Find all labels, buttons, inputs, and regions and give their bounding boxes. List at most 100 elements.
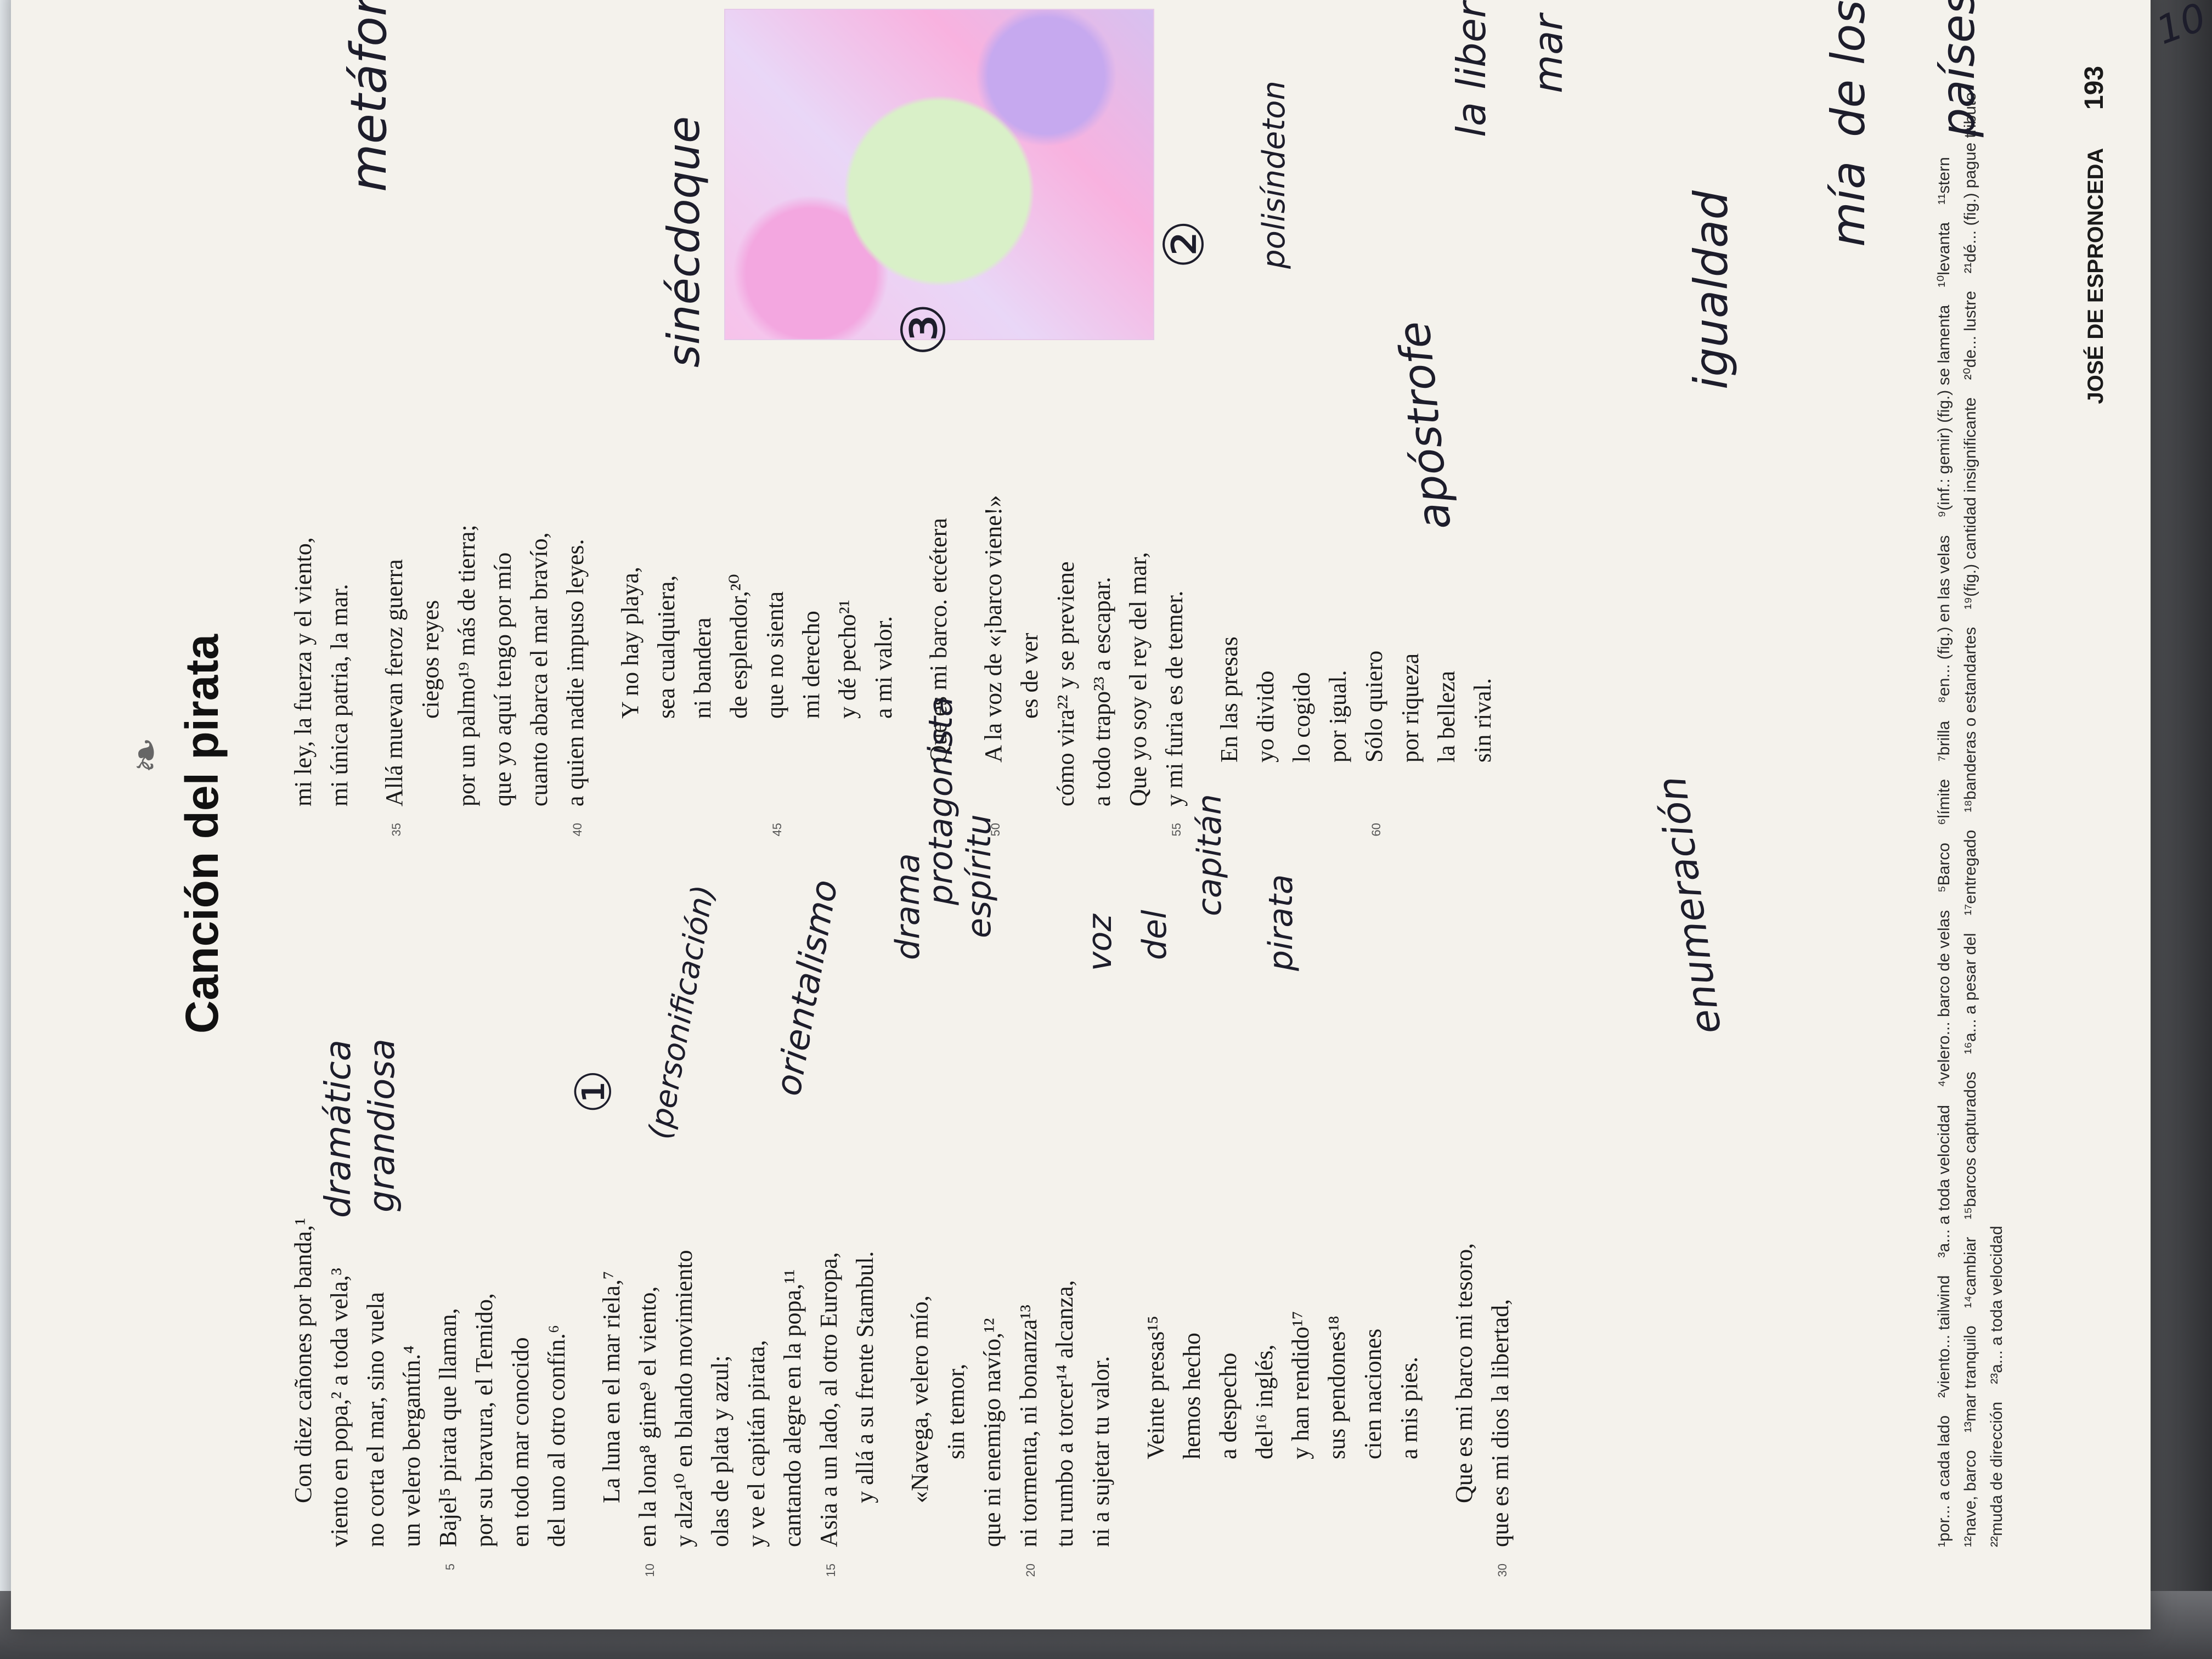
poem-line-text: La luna en el mar riela,⁷ [598,1271,625,1503]
poem-line-text: por un palmo¹⁹ más de tierra; [453,524,480,806]
running-footer: JOSÉ DE ESPRONCEDA 193 [2079,66,2109,404]
poem-line: Con diez cañones por banda,¹ [285,889,321,1547]
handwriting-mia: mía [1821,161,1875,247]
poem-line-text: cuanto abarca el mar bravío, [526,532,552,806]
handwriting-circle-1: ① [565,1069,623,1114]
poem-line-text: mi derecho [798,611,825,719]
poem-line-text: Que es mi barco mi tesoro, [1451,1243,1477,1503]
footnote: ²²muda de dirección [1988,1401,2006,1547]
handwriting-circle-3: ③ [889,302,959,357]
handwriting-pirata: pirata [1262,874,1300,971]
footnotes: ¹por... a cada lado²viento... tailwind³a… [1931,66,2010,1547]
footnote: ¹¹stern [1935,157,1953,205]
line-number: 15 [824,1564,838,1577]
footnote: ¹⁸banderas o estandartes [1961,627,1979,812]
line-number: 55 [1170,823,1183,837]
poem-line: a despecho [1210,889,1246,1547]
poem-line-text: no corta el mar, sino vuela [362,1292,389,1547]
poem-line-text: a todo trapo²³ a escapar. [1088,577,1115,806]
poem-line: viento en popa,² a toda vela,³ [321,889,358,1547]
handwriting-de-los: de los [1821,0,1875,137]
poem-line: del¹⁶ inglés, [1246,889,1283,1547]
line-number: 35 [390,823,403,837]
poem-line-text: mi única patria, la mar. [326,584,353,806]
handwriting-del: del [1136,910,1174,960]
handwriting-protagonista: protagonista [922,696,960,905]
handwriting-grandiosa: grandiosa [362,1039,403,1212]
handwriting-espiritu: espíritu [960,814,998,938]
footnote: ¹⁹(fig.) cantidad insignificante [1961,397,1979,610]
poem-line: en todo mar conocido [503,889,539,1547]
title-ornament: ❧ [121,736,172,774]
poem-line-text: a quien nadie impuso leyes. [562,539,589,806]
poem-line-text: sus pendones¹⁸ [1323,1316,1350,1459]
footnote: ¹⁵barcos capturados [1961,1071,1979,1220]
poem-line-text: por riqueza [1397,653,1424,763]
poem-line-text: Con diez cañones por banda,¹ [290,1217,317,1503]
poem-line: olas de plata y azul; [702,889,738,1547]
poem-line-text: sin temor, [943,1363,969,1459]
poem-line-text: olas de plata y azul; [707,1355,733,1547]
poem-line-text: Asia a un lado, al otro Europa, [815,1252,842,1547]
poem-line-text: y ve el capitán pirata, [743,1340,770,1547]
poem-line-text: Allá muevan feroz guerra [381,559,408,806]
poem-line-text: por su bravura, el Temido, [471,1293,498,1547]
poem-line-text: y alza¹⁰ en blando movimiento [670,1250,697,1547]
poem-line: «Navega, velero mío, [902,889,938,1547]
poem-line-text: y han rendido¹⁷ [1287,1311,1314,1459]
poem-line-text: A la voz de «¡barco viene!» [980,495,1007,763]
author-name: JOSÉ DE ESPRONCEDA [2084,149,2108,404]
handwriting-enumeracion: enumeración [1648,773,1730,1037]
poem-line: sin temor, [938,889,974,1547]
handwriting-mar: mar [1525,14,1571,93]
page-wrapper: ❧ Canción del pirata Con diez cañones po… [11,0,2151,1629]
poem-line-text: hemos hecho [1178,1333,1205,1459]
poem-line-text: y mi furia es de temer. [1161,590,1188,806]
poem-line-text: tu rumbo a torcer¹⁴ alcanza, [1051,1280,1078,1547]
poem-line-text: que yo aquí tengo por mío [489,552,516,806]
line-number: 30 [1496,1564,1509,1577]
poem-line: La luna en el mar riela,⁷ [594,889,630,1547]
poem-line-text: ni bandera [689,617,716,719]
poem-line: por su bravura, el Temido, [466,889,503,1547]
poem-line: Que es mi barco mi tesoro, [1446,889,1482,1547]
footnote: ⁸en... (fig.) en las velas [1935,535,1953,703]
poem-line: Y no hay playa, [612,148,648,806]
poem-line-text: Y no hay playa, [617,567,644,719]
poem-line: Veinte presas¹⁵ [1138,889,1174,1547]
poem-line-text: En las presas [1216,636,1243,763]
footnote: ⁵Barco [1935,843,1953,893]
poem-line-text: a despecho [1215,1352,1242,1459]
poem-line: que ni enemigo navío,¹² [974,889,1011,1547]
poem-line: ciegos reyes [413,148,449,806]
poem-line: ni a sujetar tu valor. [1083,889,1119,1547]
footnote: ¹⁷entregado [1961,830,1979,916]
poem-line-text: a mi valor. [870,616,897,719]
poem-line: que yo aquí tengo por mío [485,148,521,806]
poem-line: 35 Allá muevan feroz guerra [376,148,413,836]
poem-line-text: Veinte presas¹⁵ [1142,1316,1169,1459]
poem-line-text: del¹⁶ inglés, [1251,1344,1278,1459]
poem-line-text: ciegos reyes [417,600,444,719]
poem-line: sus pendones¹⁸ [1319,889,1355,1547]
footnote: ²³a... a toda velocidad [1988,1226,2006,1384]
poem-line-text: cien naciones [1359,1328,1386,1459]
poem-line: cuanto abarca el mar bravío, [521,148,557,806]
poem-line: a mis pies. [1391,889,1427,1547]
page-number: 193 [2080,66,2109,110]
handwriting-metafora: metáfora [340,0,398,192]
footnote: ⁷brilla [1935,720,1953,761]
footnote: ²⁰de... lustre [1961,291,1979,380]
handwriting-sinecdoque: sinécdoque [658,116,709,368]
handwriting-la-libertad: la libertad [1448,0,1494,137]
poem-line: un velero bergantín.⁴ [394,889,430,1547]
textbook-page: ❧ Canción del pirata Con diez cañones po… [11,0,2151,1629]
footnote: ¹⁶a... a pesar del [1961,933,1979,1054]
footnote: ²viento... tailwind [1935,1275,1953,1398]
poem-line-text: Sólo quiero [1361,650,1387,763]
line-number: 45 [770,823,784,837]
poem-line: cien naciones [1355,889,1391,1547]
